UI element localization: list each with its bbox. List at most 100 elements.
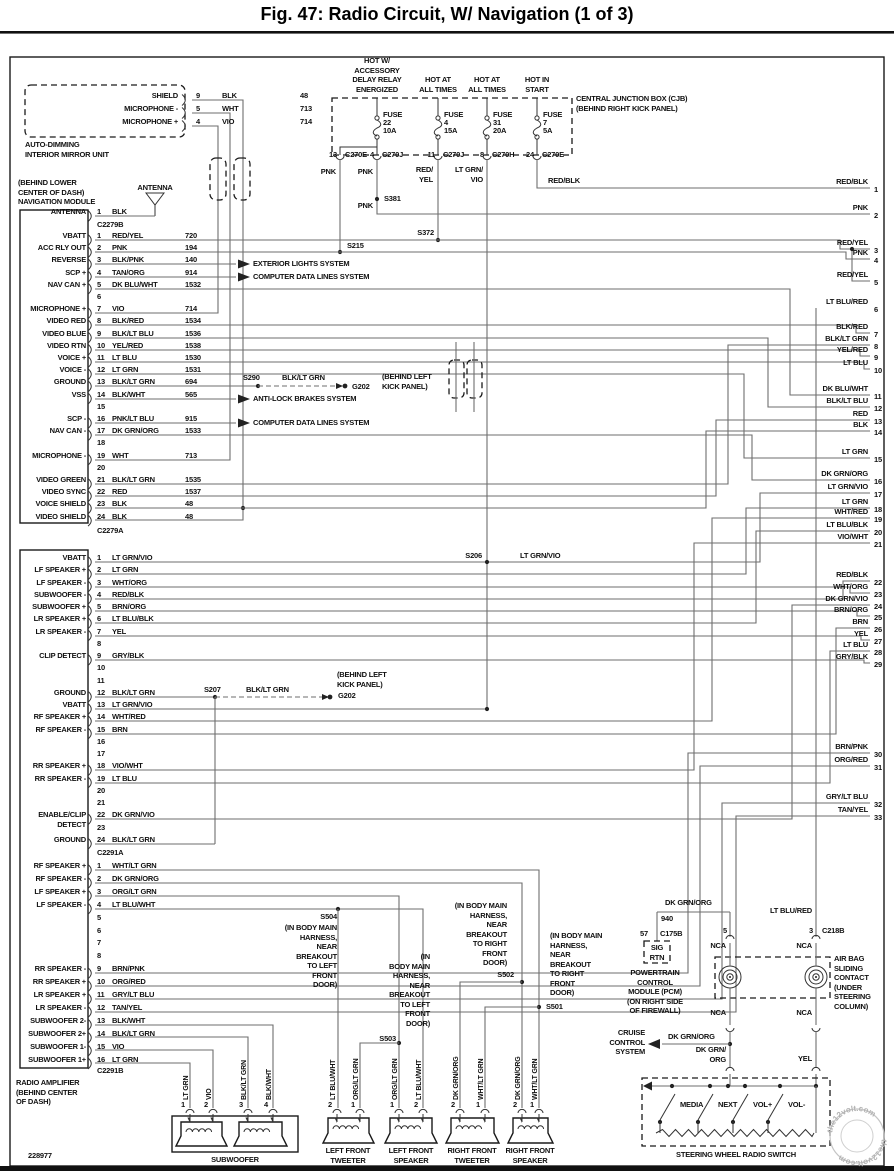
nav-module-pins-15-wire: PNK/LT BLU bbox=[112, 414, 155, 423]
amplifier-pins-b-2-wire: ORG/LT GRN bbox=[112, 886, 157, 896]
nav-module-pins-13-wire: BLK/WHT bbox=[112, 389, 146, 399]
amplifier-pins-a-1-wire: LT GRN bbox=[112, 565, 139, 575]
amplifier-pins-b-1-wire: DK GRN/ORG bbox=[112, 873, 159, 883]
nav-module-pins-2-pin: 3 bbox=[97, 255, 101, 265]
fuse-icon bbox=[534, 115, 540, 140]
g202-amp-wire: BLK/LT GRN bbox=[246, 685, 289, 694]
body-splices-s501-desc: (IN BODY MAIN HARNESS, NEAR BREAKOUT TO … bbox=[550, 931, 603, 997]
right-edge-28-wire: GRY/BLK bbox=[835, 652, 868, 661]
right-edge-15-n: 16 bbox=[874, 477, 882, 486]
cjb-feeds-1-amps: 15A bbox=[444, 126, 458, 135]
mirror-pins-2-label: MICROPHONE + bbox=[122, 117, 178, 126]
nav-module-pins-20-circuit: 1535 bbox=[185, 475, 201, 484]
mirror-pins-0-label: SHIELD bbox=[151, 91, 179, 100]
cjb-feeds-0-header: HOT W/ ACCESSORY DELAY RELAY ENERGIZED bbox=[352, 56, 402, 94]
speakers-subwoofer-pins-0-pin: 1 bbox=[181, 1100, 185, 1109]
right-edge-3-n: 4 bbox=[874, 256, 878, 265]
amplifier-pins-a-5-label: LR SPEAKER + bbox=[33, 614, 87, 624]
nav-module-pins-6-circuit: 714 bbox=[185, 304, 197, 314]
amplifier-pins-a-5-pin: 6 bbox=[97, 614, 101, 624]
amplifier-pins-b-0-pin: 1 bbox=[97, 861, 101, 870]
airbag-nca-2: NCA bbox=[796, 941, 812, 950]
cjb-connectors-4-name: C270E bbox=[542, 150, 564, 159]
cruise-arrow-icon bbox=[648, 1039, 660, 1049]
amplifier-pins-a-6-label: LR SPEAKER - bbox=[35, 626, 86, 636]
right-edge-12-n: 13 bbox=[874, 417, 882, 426]
right-edge-20-wire: VIO/WHT bbox=[837, 532, 868, 541]
amplifier-pins-b-14-wire: VIO bbox=[112, 1041, 125, 1051]
nav-module-pins-18-pin: 19 bbox=[97, 450, 105, 460]
cjb-connectors-2-wire: RED/ YEL bbox=[415, 165, 433, 184]
systems-data-b: COMPUTER DATA LINES SYSTEM bbox=[253, 418, 370, 427]
nav-module-pins-7-circuit: 1534 bbox=[185, 316, 201, 326]
amplifier-pins-b-13-label: SUBWOOFER 2+ bbox=[28, 1028, 86, 1038]
nav-module-pins-6-label: MICROPHONE + bbox=[30, 304, 86, 314]
mirror-pins-1-pin: 5 bbox=[196, 104, 200, 113]
nav-module-pins-22-wire: BLK bbox=[112, 499, 127, 509]
body-splices-s501-name: S501 bbox=[546, 1002, 563, 1011]
doc-number: 228977 bbox=[28, 1151, 52, 1160]
amplifier-pins-a-0-label: VBATT bbox=[62, 553, 87, 562]
nav-module-pins-10-wire: LT BLU bbox=[112, 353, 137, 362]
amplifier-pins-a-3-pin: 4 bbox=[97, 589, 101, 599]
speakers-rf-speaker-pins-1-wire: WHT/LT GRN bbox=[532, 1058, 539, 1100]
mirror-pins-0-wire: BLK bbox=[222, 91, 237, 100]
nav-module-pins-0-wire: RED/YEL bbox=[112, 231, 144, 240]
mirror-pins-0-pin: 9 bbox=[196, 91, 200, 100]
nav-module-pins-9-label: VIDEO RTN bbox=[46, 340, 86, 350]
nav-module-pins-12-pin: 13 bbox=[97, 377, 105, 387]
nav-module-pins-4-wire: DK BLU/WHT bbox=[112, 279, 158, 289]
speakers-rf-tweeter-pins-0-pin: 2 bbox=[451, 1100, 455, 1109]
cjb-connectors-3-wire: LT GRN/ VIO bbox=[454, 165, 483, 184]
nav-module-pins-10-label: VOICE + bbox=[57, 353, 87, 362]
cjb-s381-wire: PNK bbox=[357, 201, 373, 210]
nav-module-pins-11-wire: LT GRN bbox=[112, 365, 139, 375]
cjb-connectors-2-pin: 11 bbox=[427, 150, 435, 159]
amplifier-pins-a-21-label: ENABLE/CLIP DETECT bbox=[38, 810, 86, 829]
body-splices-s502-desc: (IN BODY MAIN HARNESS, NEAR BREAKOUT TO … bbox=[454, 901, 507, 967]
right-edge-29-wire: BRN/PNK bbox=[835, 742, 868, 751]
mirror-pins-1-wire: WHT bbox=[222, 104, 239, 113]
airbag-pin-right: 3 bbox=[809, 926, 813, 935]
steering-switch-buttons-2: VOL+ bbox=[753, 1100, 772, 1109]
nav-module-pins-8-circuit: 1536 bbox=[185, 328, 201, 338]
amplifier-conn-b: C2291B bbox=[97, 1066, 124, 1075]
amplifier-pins-a-13-label: RF SPEAKER + bbox=[33, 712, 87, 722]
amplifier-pins-b-9-wire: ORG/RED bbox=[112, 977, 146, 987]
right-edge-10-wire: DK BLU/WHT bbox=[822, 384, 869, 393]
nav-module-pins-21-label: VIDEO SYNC bbox=[41, 487, 86, 497]
nav-module-pins-7-pin: 8 bbox=[97, 316, 101, 326]
cjb-connectors-0-name: C270E bbox=[345, 150, 367, 159]
amplifier-pins-b-12-wire: BLK/WHT bbox=[112, 1015, 146, 1025]
nav-module-pins-0-label: VBATT bbox=[62, 231, 87, 240]
right-edge-19-n: 20 bbox=[874, 528, 882, 537]
nav-module-pins-16-pin: 17 bbox=[97, 426, 105, 436]
cjb-feeds-2-num: 31 bbox=[493, 118, 501, 127]
right-edge-25-wire: BRN bbox=[852, 617, 868, 626]
airbag-conn: C218B bbox=[822, 926, 845, 935]
cjb-connectors-3-name: C270H bbox=[492, 150, 515, 159]
cjb-feeds-1-header: HOT AT ALL TIMES bbox=[419, 75, 457, 94]
cruise-wire: DK GRN/ORG bbox=[668, 1032, 715, 1041]
right-edge-30-n: 31 bbox=[874, 763, 882, 772]
speaker-icon bbox=[444, 1117, 501, 1144]
right-edge-31-wire: GRY/LT BLU bbox=[825, 792, 868, 801]
amplifier-pins-b-13-pin: 14 bbox=[97, 1028, 105, 1038]
systems-abs: ANTI-LOCK BRAKES SYSTEM bbox=[253, 394, 357, 403]
amplifier-pins-a-23-label: GROUND bbox=[53, 834, 86, 844]
amplifier-conn-a: C2291A bbox=[97, 848, 124, 857]
nav-module-pins-18-wire: WHT bbox=[112, 450, 129, 460]
pcm-sig: SIG RTN bbox=[649, 943, 665, 962]
amplifier-pins-b-3-label: LF SPEAKER - bbox=[36, 899, 86, 909]
speakers-lf-speaker-pins-1-pin: 2 bbox=[414, 1100, 418, 1109]
speakers-subwoofer-pins-2-wire: BLK/LT GRN bbox=[241, 1060, 248, 1100]
cjb-connectors-0-wire: PNK bbox=[320, 167, 336, 176]
amplifier-pins-b-8-wire: BRN/PNK bbox=[112, 964, 145, 974]
speakers-subwoofer-pins-2-pin: 3 bbox=[239, 1100, 243, 1109]
amplifier-pins-b-10-pin: 11 bbox=[97, 990, 105, 999]
nav-module-pins-10-circuit: 1530 bbox=[185, 353, 201, 362]
right-edge-8-wire: YEL/RED bbox=[836, 345, 868, 354]
amplifier-pins-a-8-wire: GRY/BLK bbox=[112, 651, 145, 660]
right-edge-24-n: 25 bbox=[874, 613, 882, 622]
